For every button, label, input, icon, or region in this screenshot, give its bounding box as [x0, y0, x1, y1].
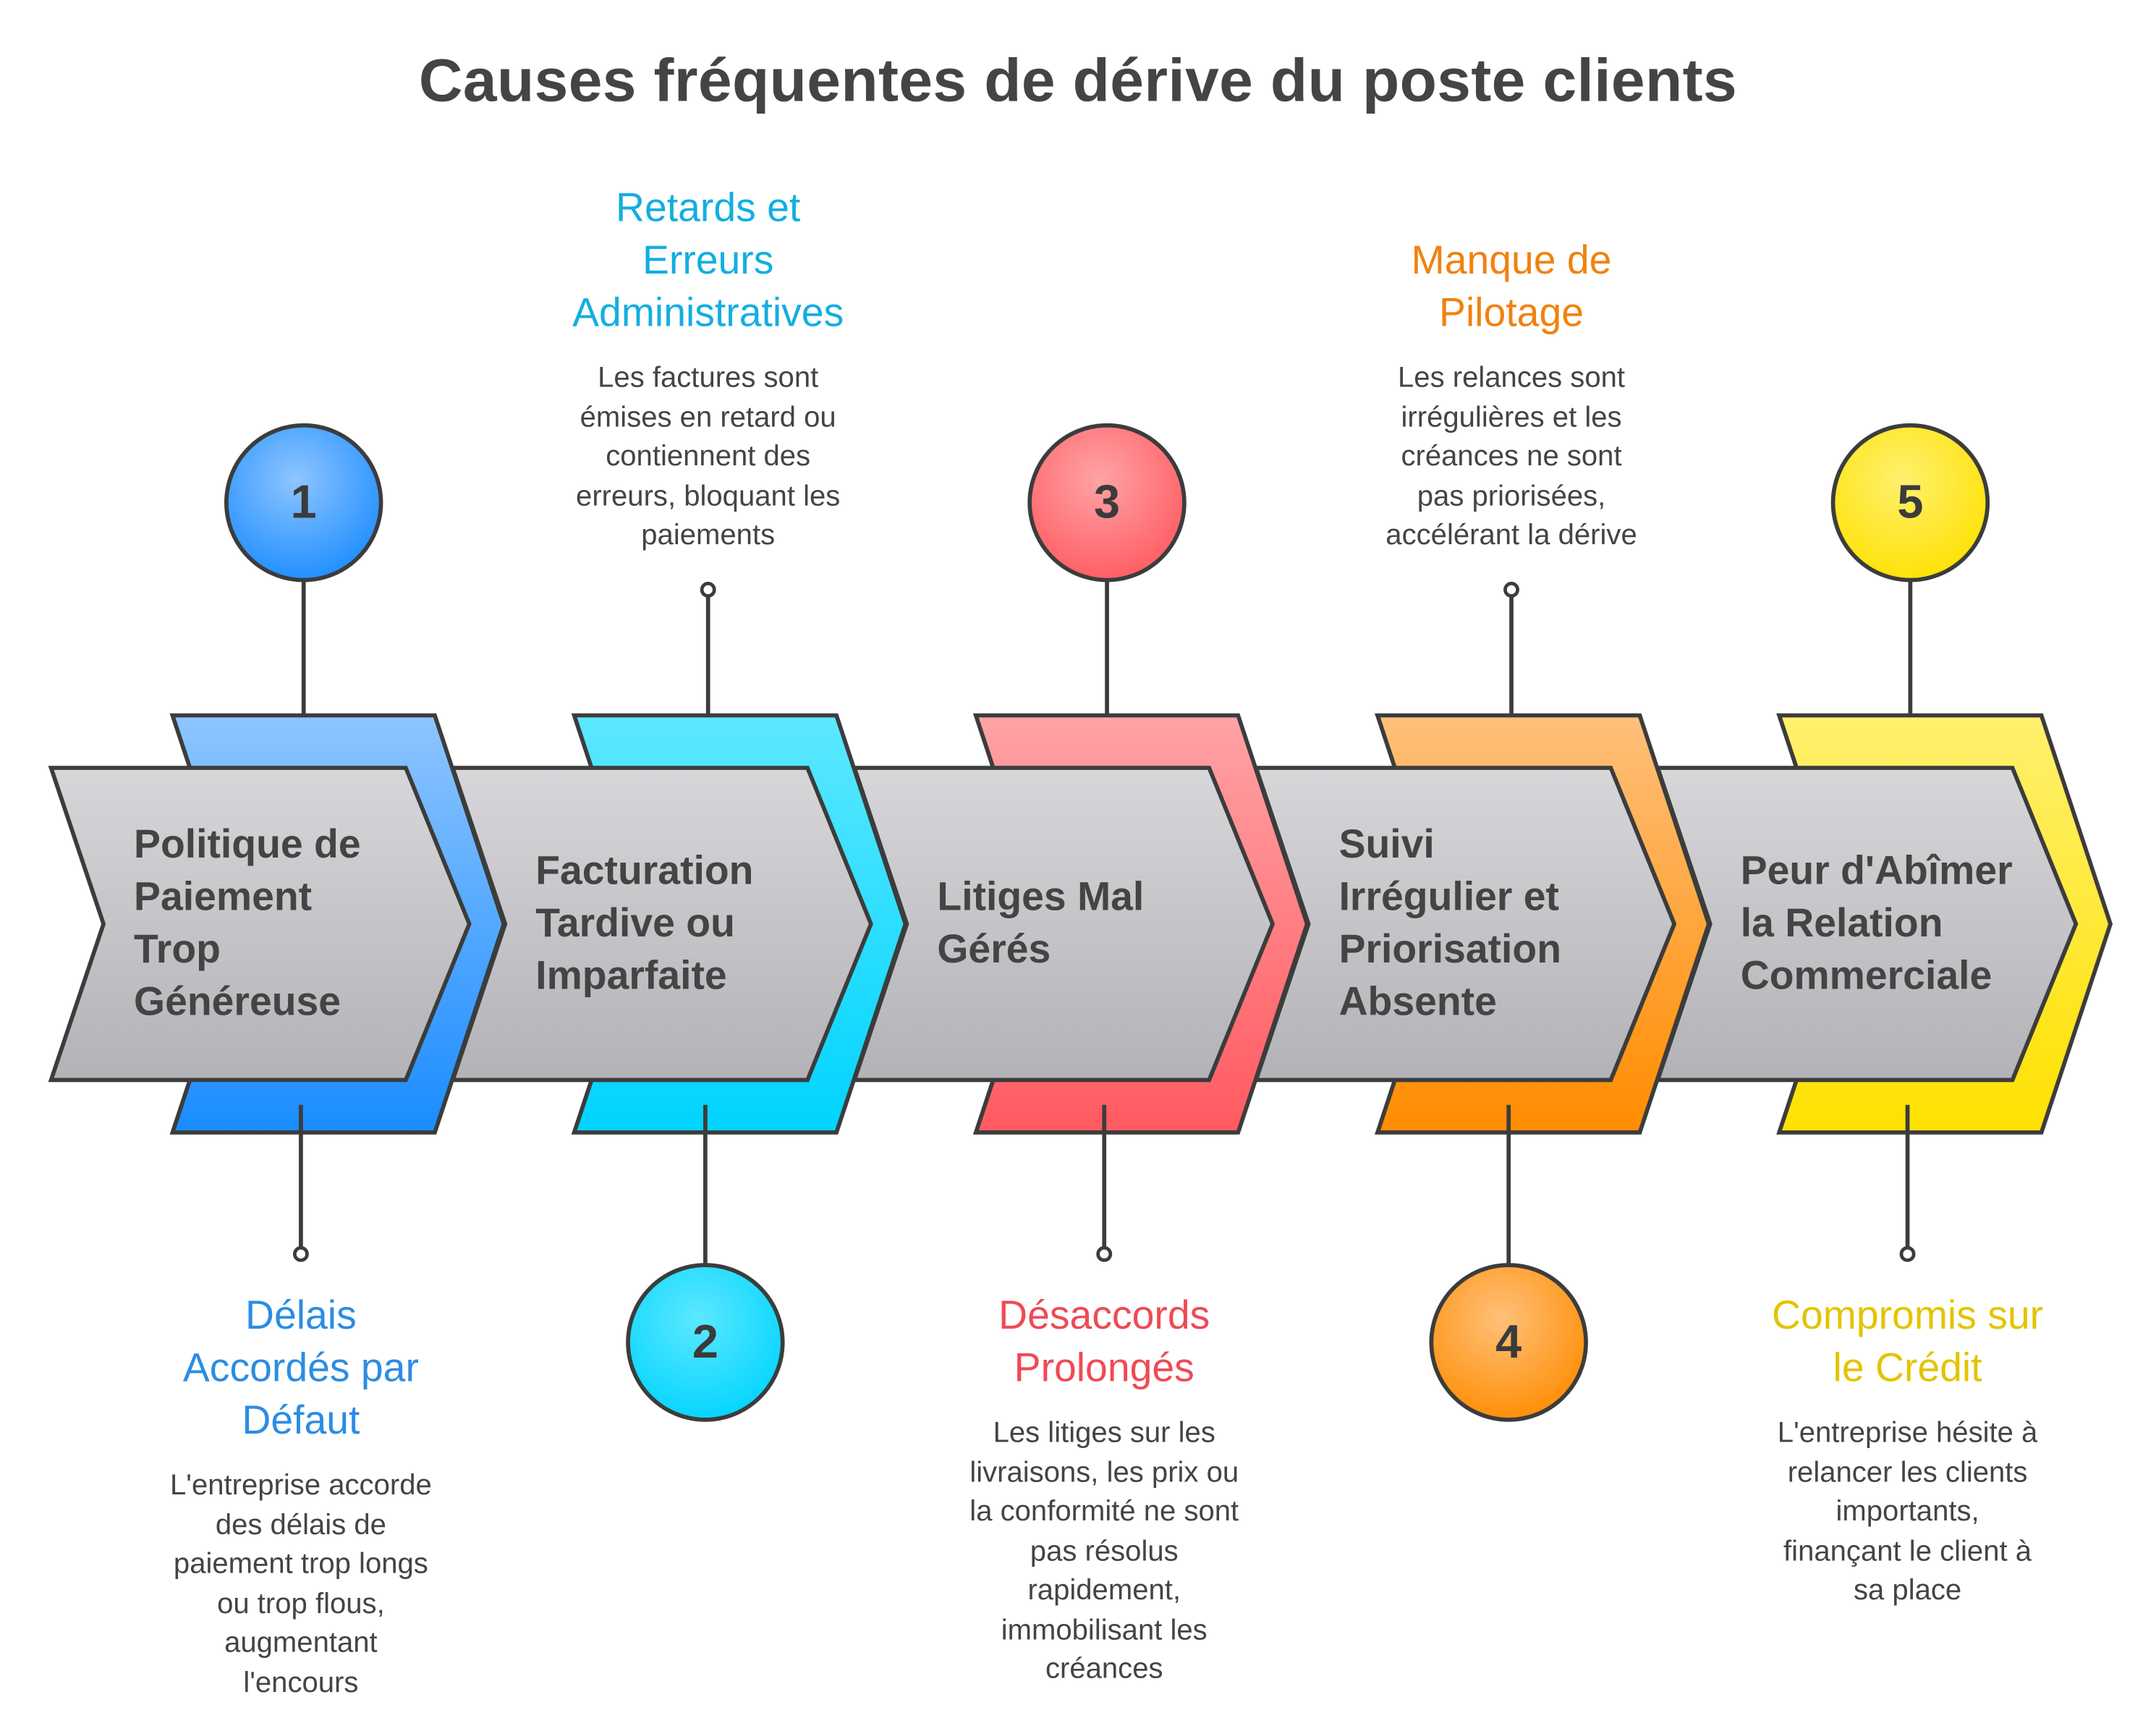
diagram-title: Causes fréquentes de dérive du poste cli…	[418, 46, 1738, 115]
description-line: augmentant	[224, 1627, 378, 1659]
step-number-2: 2	[692, 1316, 718, 1369]
description-line: Les relances sont	[1398, 362, 1626, 394]
arrow-label-line: la Relation	[1740, 902, 1943, 947]
arrow-label-line: Imparfaite	[535, 954, 727, 999]
description-line: irrégulières et les	[1401, 401, 1622, 433]
heading-line: Erreurs	[642, 239, 774, 284]
arrow-label-line: Gérés	[937, 928, 1051, 973]
description-line: pas résolus	[1030, 1535, 1179, 1567]
step-description-1: L'entreprise accorde des délais de paiemen…	[128, 1467, 473, 1703]
grey-arrow-1	[48, 766, 472, 1083]
number-circle-1	[224, 423, 383, 583]
description-line: paiement trop longs	[173, 1548, 428, 1581]
heading-line: le Crédit	[1833, 1346, 1982, 1391]
description-line: Les factures sont	[598, 362, 819, 394]
step-number-5: 5	[1897, 476, 1924, 529]
description-line: contiennent des	[606, 440, 811, 473]
heading-line: Manque de	[1411, 239, 1612, 284]
heading-line: Administratives	[572, 291, 844, 336]
arrow-label-line: Priorisation	[1338, 928, 1562, 973]
arrow-label-line: Litiges Mal	[937, 875, 1145, 920]
description-line: livraisons, les prix ou	[969, 1456, 1239, 1489]
step-description-2: Les factures sont émises en retard ou cont…	[535, 359, 880, 556]
description-line: L'entreprise hésite à	[1777, 1417, 2038, 1449]
number-circle-3	[1027, 423, 1187, 583]
description-line: des délais de	[215, 1508, 386, 1541]
description-line: immobilisant les	[1001, 1613, 1208, 1646]
step-number-4: 4	[1495, 1316, 1522, 1369]
arrow-label-line: Irrégulier et	[1338, 875, 1559, 920]
text-connector-dot-5	[1899, 1245, 1916, 1262]
number-circle-2	[626, 1263, 785, 1422]
step-description-4: Les relances sont irrégulières et les créa…	[1339, 359, 1684, 556]
arrow-label-line: Facturation	[535, 849, 754, 894]
text-connector-dot-4	[1503, 581, 1520, 598]
description-line: créances	[1045, 1653, 1163, 1685]
heading-line: Pilotage	[1439, 291, 1584, 336]
description-line: L'entreprise accorde	[170, 1469, 432, 1502]
description-line: importants,	[1835, 1495, 1979, 1528]
step-heading-5: Compromis sur le Crédit	[1735, 1290, 2080, 1395]
arrow-label-line: Absente	[1338, 980, 1497, 1025]
heading-line: Désaccords	[998, 1294, 1210, 1339]
description-line: ou trop flous,	[217, 1587, 385, 1620]
description-line: créances ne sont	[1401, 440, 1622, 473]
connector-layer	[224, 423, 1990, 1422]
description-line: émises en retard ou	[580, 401, 836, 433]
description-line: paiements	[641, 519, 776, 551]
heading-line: Retards et	[616, 186, 801, 231]
grey-arrow-2	[449, 766, 873, 1083]
arrow-label-line: Tardive ou	[535, 902, 735, 947]
description-line: finançant le client à	[1783, 1535, 2032, 1567]
step-description-3: Les litiges sur les livraisons, les prix …	[932, 1414, 1277, 1690]
heading-line: Délais	[245, 1294, 357, 1339]
number-circle-4	[1429, 1263, 1588, 1422]
arrow-label-line: Généreuse	[134, 980, 341, 1025]
arrow-label-line: Trop	[134, 928, 221, 973]
text-connector-dot-3	[1096, 1245, 1113, 1262]
step-number-3: 3	[1093, 476, 1121, 529]
grey-arrow-layer	[48, 766, 2079, 1083]
arrow-label-line: Paiement	[134, 875, 313, 920]
number-circle-5	[1830, 423, 1990, 583]
description-line: sa place	[1853, 1574, 1962, 1607]
arrow-label-line: Politique de	[134, 823, 361, 868]
description-line: rapidement,	[1027, 1574, 1181, 1607]
step-number-1: 1	[290, 476, 317, 529]
description-line: la conformité ne sont	[969, 1495, 1239, 1528]
heading-line: Compromis sur	[1772, 1294, 2044, 1339]
description-line: accélérant la dérive	[1385, 519, 1637, 551]
step-heading-4: Manque de Pilotage	[1339, 234, 1684, 339]
description-line: l'encours	[243, 1666, 359, 1698]
text-connector-dot-2	[700, 581, 716, 598]
step-description-5: L'entreprise hésite à relancer les client…	[1735, 1414, 2080, 1611]
grey-arrow-4	[1253, 766, 1677, 1083]
arrow-label-line: Peur d'Abîmer	[1740, 849, 2013, 894]
arrow-label-line: Suivi	[1338, 823, 1435, 868]
grey-arrow-3	[851, 766, 1276, 1083]
arrow-label-line: Commerciale	[1740, 954, 1992, 999]
description-line: relancer les clients	[1787, 1456, 2028, 1489]
description-line: erreurs, bloquant les	[576, 480, 841, 512]
description-line: pas priorisées,	[1417, 480, 1606, 512]
text-connector-dot-1	[292, 1245, 309, 1262]
heading-line: Accordés par	[182, 1346, 419, 1391]
description-line: Les litiges sur les	[993, 1417, 1215, 1449]
heading-line: Défaut	[242, 1399, 360, 1444]
grey-arrow-5	[1655, 766, 2079, 1083]
heading-line: Prolongés	[1014, 1346, 1194, 1391]
